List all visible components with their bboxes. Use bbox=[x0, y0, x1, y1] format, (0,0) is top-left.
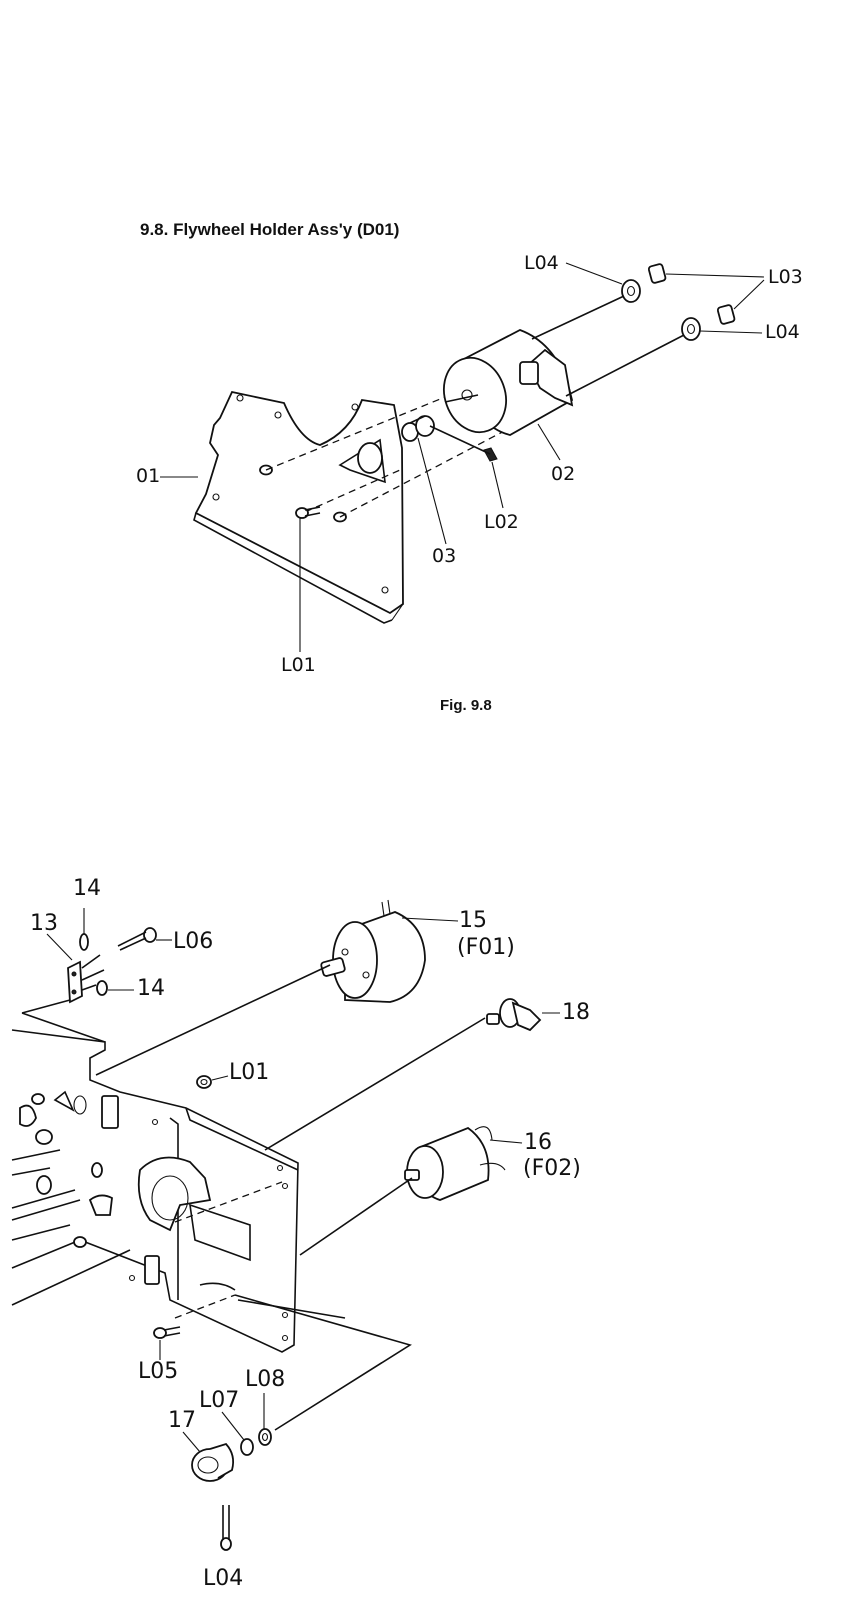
set-screw-l02 bbox=[483, 447, 498, 462]
label-part-17: 17 bbox=[168, 1408, 196, 1433]
label-part-16: 16 bbox=[524, 1130, 552, 1155]
screw-l05 bbox=[153, 1326, 181, 1339]
screw-l03-upper bbox=[647, 263, 667, 284]
screw-l06 bbox=[117, 927, 157, 951]
label-part-13: 13 bbox=[30, 911, 58, 936]
label-part-03: 03 bbox=[432, 545, 457, 567]
label-part-14-mid: 14 bbox=[137, 976, 165, 1001]
label-l04-bottom: L04 bbox=[203, 1566, 244, 1591]
label-l01-bottom: L01 bbox=[229, 1060, 270, 1085]
label-f02: (F02) bbox=[523, 1156, 581, 1181]
washer-l07 bbox=[240, 1438, 254, 1456]
figure-caption: Fig. 9.8 bbox=[440, 697, 492, 714]
label-l02: L02 bbox=[484, 511, 519, 533]
motor-15 bbox=[320, 899, 426, 1003]
nut-l04-upper bbox=[621, 279, 641, 303]
flywheel-holder-exploded-view bbox=[160, 262, 765, 652]
label-l03: L03 bbox=[768, 266, 803, 288]
label-part-01: 01 bbox=[136, 465, 161, 487]
clip-l01 bbox=[196, 1075, 212, 1089]
screw-l01 bbox=[295, 506, 321, 519]
washer-l08 bbox=[258, 1428, 272, 1446]
label-l01: L01 bbox=[281, 654, 316, 676]
screw-l03-lower bbox=[716, 304, 736, 325]
label-part-14-top: 14 bbox=[73, 876, 101, 901]
motor-16 bbox=[404, 1126, 506, 1201]
coupling-17 bbox=[191, 1442, 235, 1482]
label-l08: L08 bbox=[245, 1367, 286, 1392]
pulley-03 bbox=[401, 415, 435, 442]
section-heading: 9.8. Flywheel Holder Ass'y (D01) bbox=[140, 220, 400, 239]
label-l05: L05 bbox=[138, 1359, 179, 1384]
label-l04-upper: L04 bbox=[524, 252, 559, 274]
label-l06: L06 bbox=[173, 929, 214, 954]
bracket-13 bbox=[67, 933, 108, 1004]
label-part-15: 15 bbox=[459, 908, 487, 933]
label-l04-lower: L04 bbox=[765, 321, 800, 343]
label-part-18: 18 bbox=[562, 1000, 590, 1025]
flywheel-02 bbox=[443, 329, 574, 436]
nut-l04-lower bbox=[681, 317, 701, 341]
label-f01: (F01) bbox=[457, 935, 515, 960]
label-part-02: 02 bbox=[551, 463, 576, 485]
screw-l04 bbox=[220, 1505, 232, 1551]
holder-plate-01 bbox=[193, 390, 404, 624]
label-l07: L07 bbox=[199, 1388, 240, 1413]
gear-18 bbox=[486, 998, 542, 1032]
